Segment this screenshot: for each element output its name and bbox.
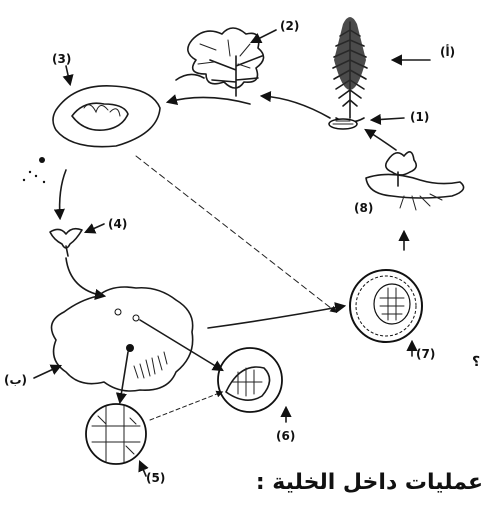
antheridium-drawing bbox=[86, 404, 146, 464]
dashed-arrow-sporangium-to-zygote bbox=[136, 156, 336, 312]
label-8: (8) bbox=[354, 201, 373, 215]
arrow-to-prothallus bbox=[66, 258, 104, 296]
arrow-to-prothallus-label bbox=[34, 366, 60, 378]
arrow-to-sporangia bbox=[252, 30, 276, 42]
sorus-drawing bbox=[329, 119, 357, 129]
label-ba: (ب) bbox=[4, 373, 27, 387]
section-caption-text: عمليات داخل الخلية : bbox=[256, 470, 483, 495]
germinating-spore-drawing bbox=[50, 229, 82, 256]
arrow-to-sorus bbox=[372, 118, 404, 120]
label-4: (4) bbox=[108, 217, 127, 231]
label-5: (5) bbox=[146, 471, 165, 485]
arrow-to-sporangium bbox=[66, 66, 70, 84]
arrow-prothallus-to-zygote bbox=[208, 306, 344, 328]
arrow-sporangia-to-sporangium bbox=[168, 97, 250, 104]
label-1: (1) bbox=[410, 110, 429, 124]
label-2: (2) bbox=[280, 19, 299, 33]
zygote-drawing bbox=[350, 270, 422, 342]
side-question-mark: ؟ bbox=[472, 354, 480, 370]
label-7: (7) bbox=[416, 347, 435, 361]
arrow-frond-to-sporangia bbox=[262, 96, 330, 118]
arrow-antheridium-to-archegonium bbox=[150, 392, 222, 420]
section-caption: عمليات داخل الخلية : bbox=[203, 470, 483, 495]
label-alpha: (أ) bbox=[440, 44, 455, 59]
sporangia-leaf-drawing bbox=[176, 28, 264, 96]
arrow-prothallus-to-antheridium bbox=[120, 352, 128, 402]
label-3: (3) bbox=[52, 52, 71, 66]
label-6: (6) bbox=[276, 429, 295, 443]
arrow-sporophyte-to-frond bbox=[366, 130, 396, 150]
sporophyte-frond-drawing bbox=[333, 17, 367, 122]
archegonium-drawing bbox=[218, 348, 282, 412]
sporangium-drawing bbox=[23, 86, 160, 183]
young-sporophyte-drawing bbox=[366, 152, 464, 210]
arrow-to-germination bbox=[86, 224, 104, 232]
arrow-spore-to-germination bbox=[60, 170, 66, 218]
